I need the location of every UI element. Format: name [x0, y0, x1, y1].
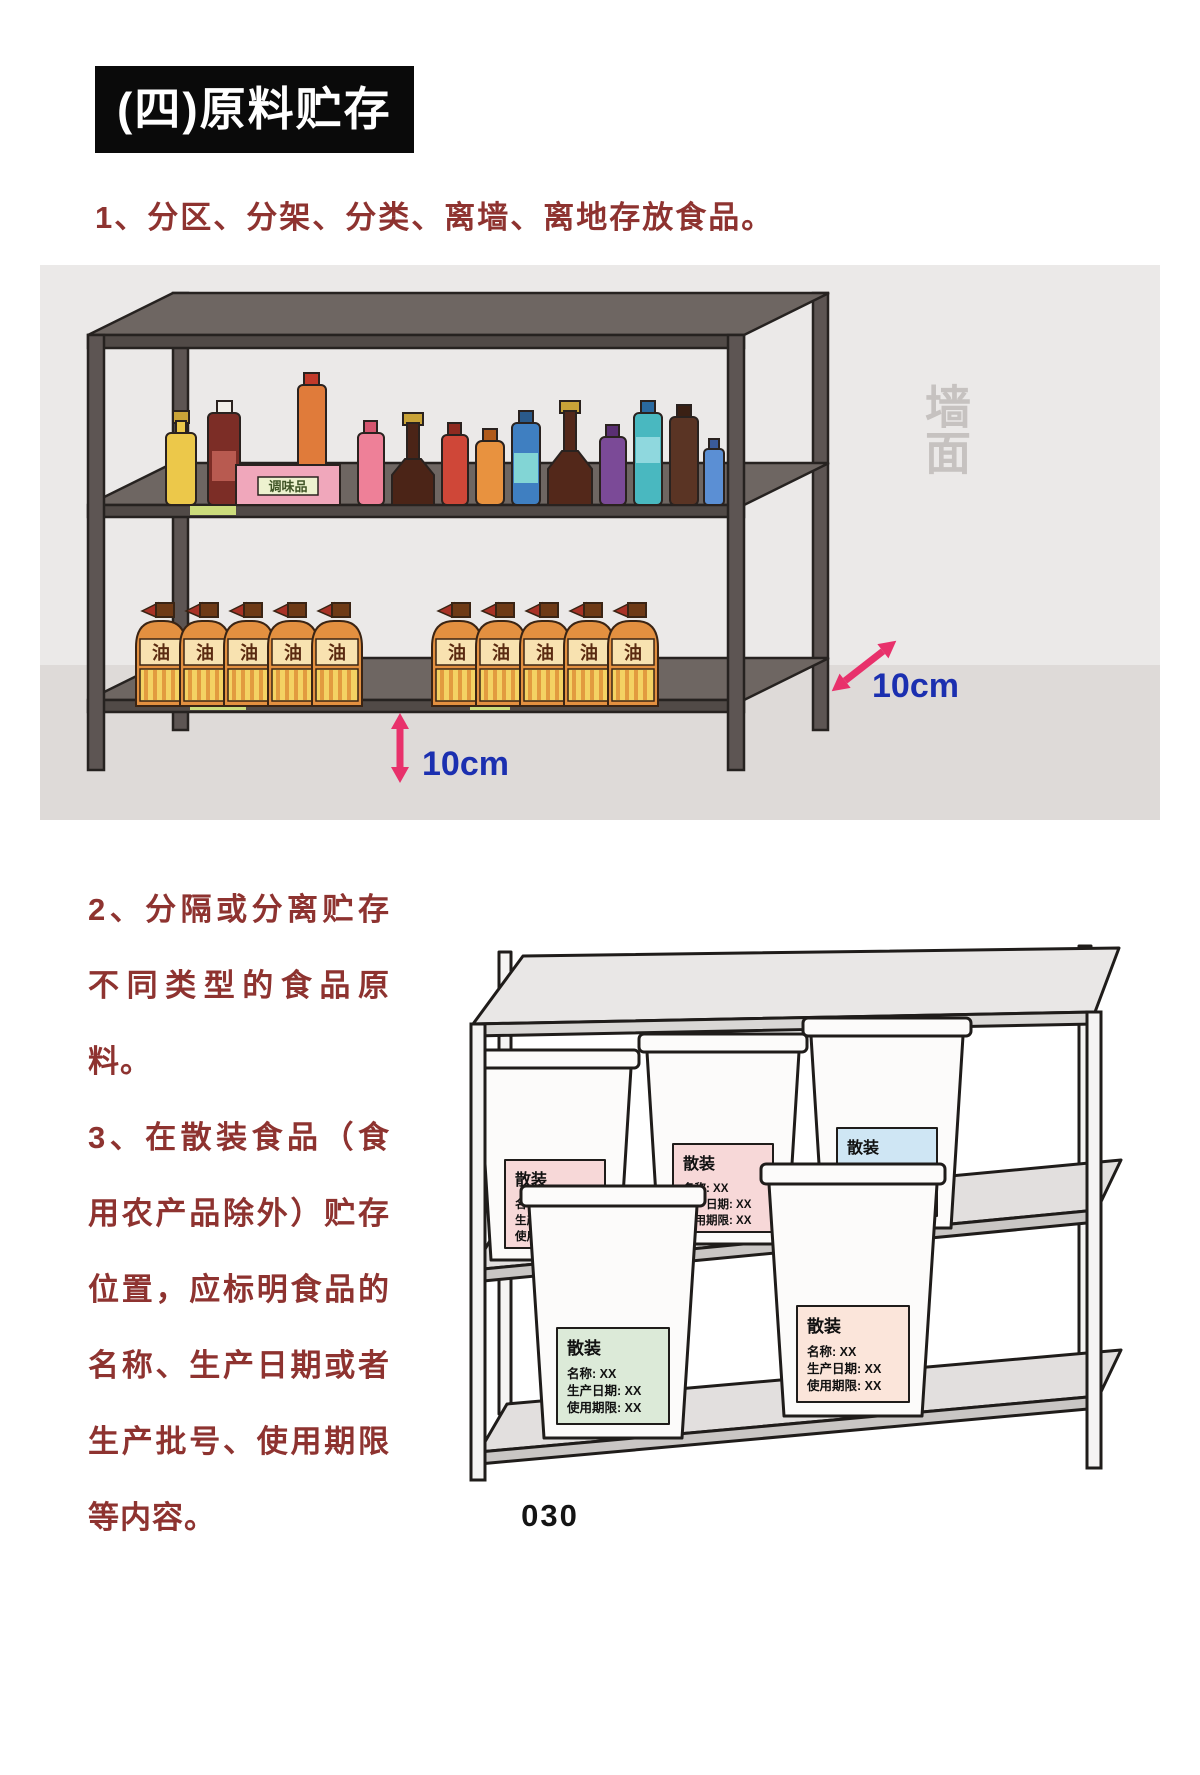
rule1-text: 1、分区、分架、分类、离墙、离地存放食品。	[95, 200, 775, 235]
side-text-block: 2、分隔或分离贮存不同类型的食品原料。 3、在散装食品（食用农产品除外）贮存位置…	[88, 872, 390, 1556]
wall-label: 墙面	[919, 383, 971, 475]
bottle	[669, 404, 699, 506]
seasoning-box: 调味品	[235, 464, 341, 506]
storage-shelf-illustration: 墙面	[40, 265, 1160, 820]
oil-label: 油	[536, 642, 554, 663]
oil-jug: 油	[135, 601, 187, 707]
oil-jug: 油	[311, 601, 363, 707]
bottle	[441, 422, 469, 506]
bin-label	[796, 1305, 910, 1403]
oil-jug: 油	[607, 601, 659, 707]
seasoning-box-label: 调味品	[268, 479, 307, 494]
wall-gap-label: 10cm	[872, 667, 959, 705]
wall-gap-arrow	[831, 640, 897, 692]
rule3-text: 3、在散装食品（食用农产品除外）贮存位置，应标明食品的名称、生产日期或者生产批号…	[88, 1120, 390, 1535]
oil-label: 油	[152, 642, 170, 663]
bottle	[165, 410, 197, 506]
bin-shelf-illustration: 散装 名称: XX 生产日期: XX 使用期限: XX 散装 名称: XX 生产…	[455, 940, 1125, 1485]
oil-jug: 油	[223, 601, 275, 707]
oil-label: 油	[328, 642, 346, 663]
bin-label	[556, 1327, 670, 1425]
bin-label-date: 生产日期: XX	[567, 1383, 642, 1398]
bin-label-name: 名称: XX	[807, 1344, 857, 1359]
storage-shelf-svg: 墙面	[40, 265, 1160, 820]
oil-jug: 油	[519, 601, 571, 707]
oil-label: 油	[492, 642, 510, 663]
bottle-row: 调味品	[165, 372, 725, 506]
floor-gap-arrow	[391, 713, 409, 783]
bottle	[207, 400, 241, 506]
page-number: 030	[521, 1498, 579, 1533]
bin-label-date: 生产日期: XX	[807, 1361, 882, 1376]
bottle	[475, 428, 505, 506]
bottle	[357, 420, 385, 506]
bin-label-title: 散装	[567, 1338, 601, 1358]
oil-label: 油	[580, 642, 598, 663]
bin-label-expiry: 使用期限: XX	[806, 1378, 882, 1393]
oil-label: 油	[624, 642, 642, 663]
storage-bin: 散装 名称: XX 生产日期: XX 使用期限: XX	[759, 1162, 947, 1418]
oil-label: 油	[284, 642, 302, 663]
bottle	[599, 424, 627, 506]
bottle	[547, 400, 593, 506]
bin-label-title: 散装	[807, 1316, 841, 1336]
bin-rows: 散装 名称: XX 生产日期: XX 使用期限: XX 散装 名称: XX 生产…	[469, 1016, 973, 1440]
bottle	[511, 410, 541, 506]
bin-label-title: 散装	[515, 1170, 547, 1189]
bin-label-expiry: 使用期限: XX	[566, 1400, 642, 1415]
oil-jug-row: 油 油	[135, 601, 659, 707]
oil-jug: 油	[431, 601, 483, 707]
oil-jug: 油	[475, 601, 527, 707]
bottle	[703, 438, 725, 506]
bin-label-expiry: 使用期限: XX	[682, 1213, 752, 1227]
bottle	[633, 400, 663, 506]
bin-label-name: 名称: XX	[567, 1366, 617, 1381]
oil-label: 油	[448, 642, 466, 663]
oil-label: 油	[196, 642, 214, 663]
oil-label: 油	[240, 642, 258, 663]
bin-shelf-svg: 散装 名称: XX 生产日期: XX 使用期限: XX 散装 名称: XX 生产…	[469, 944, 1123, 1482]
floor-gap-label: 10cm	[422, 745, 509, 783]
bin-label-title: 散装	[847, 1138, 879, 1157]
bin-label-title: 散装	[683, 1154, 715, 1173]
oil-jug: 油	[563, 601, 615, 707]
rule2-text: 2、分隔或分离贮存不同类型的食品原料。	[88, 892, 390, 1079]
bottle	[297, 372, 327, 476]
bin-shelf-front-posts	[469, 1010, 1103, 1482]
bottle	[391, 412, 435, 506]
storage-bin: 散装 名称: XX 生产日期: XX 使用期限: XX	[519, 1184, 707, 1440]
page-title: (四)原料贮存	[95, 66, 414, 154]
oil-jug: 油	[267, 601, 319, 707]
